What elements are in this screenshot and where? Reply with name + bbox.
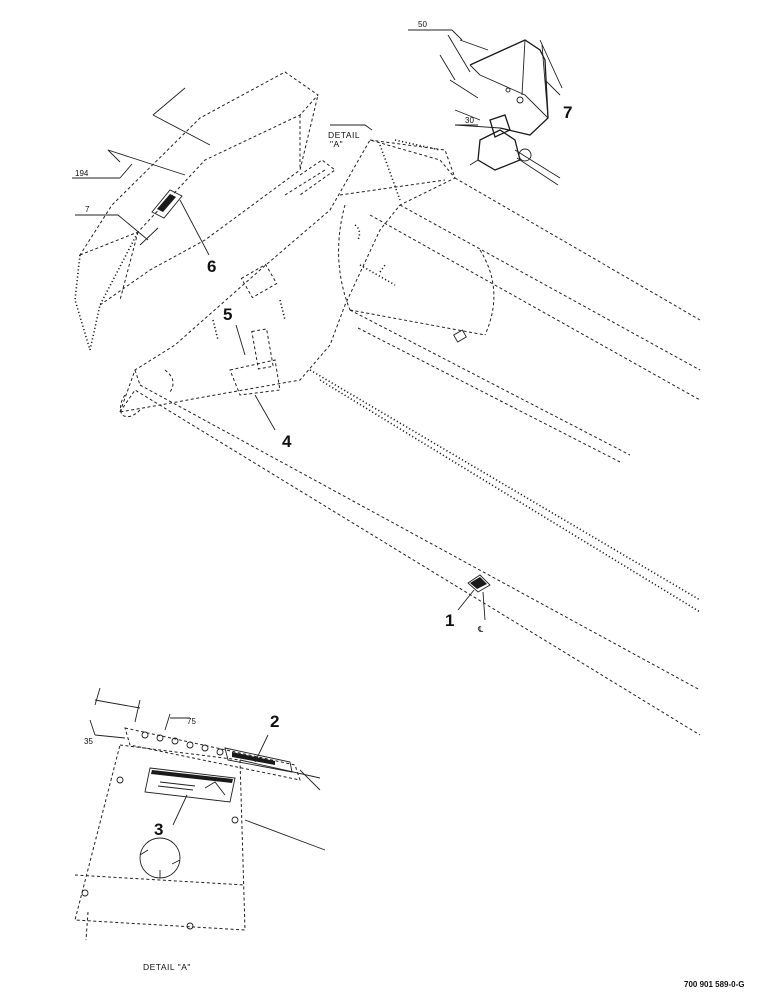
document-number: 700 901 589-0-G [684, 980, 745, 989]
dimension-30: 30 [465, 116, 474, 125]
callout-1: 1 [445, 611, 454, 630]
gearbox-assembly [454, 39, 561, 186]
detail-a-dimensions: 75 35 [84, 687, 196, 746]
callout-3: 3 [154, 820, 163, 839]
side-shield [74, 71, 319, 351]
detail-reference-sublabel: "A" [330, 139, 343, 149]
callout-leaders [172, 79, 561, 826]
detail-caption: DETAIL "A" [143, 962, 191, 972]
callout-2: 2 [270, 712, 279, 731]
dimension-194: 194 [75, 169, 89, 178]
header-frame [119, 139, 701, 736]
dimension-75: 75 [187, 717, 196, 726]
shield-dimensions: 194 7 [72, 87, 211, 246]
dimension-7: 7 [85, 205, 90, 214]
gearbox-dimensions: 50 30 [408, 20, 563, 126]
callout-6: 6 [207, 257, 216, 276]
centerline-symbol: ℄ [477, 625, 484, 634]
detail-a-view [74, 727, 326, 941]
dimension-35: 35 [84, 737, 93, 746]
center-decal [467, 574, 491, 593]
detail-reference-label: DETAIL [328, 130, 360, 140]
callout-5: 5 [223, 305, 232, 324]
callout-4: 4 [282, 432, 292, 451]
callout-7: 7 [563, 103, 572, 122]
detail-decal [144, 767, 236, 803]
shield-decal [151, 189, 183, 219]
dimension-50: 50 [418, 20, 427, 29]
